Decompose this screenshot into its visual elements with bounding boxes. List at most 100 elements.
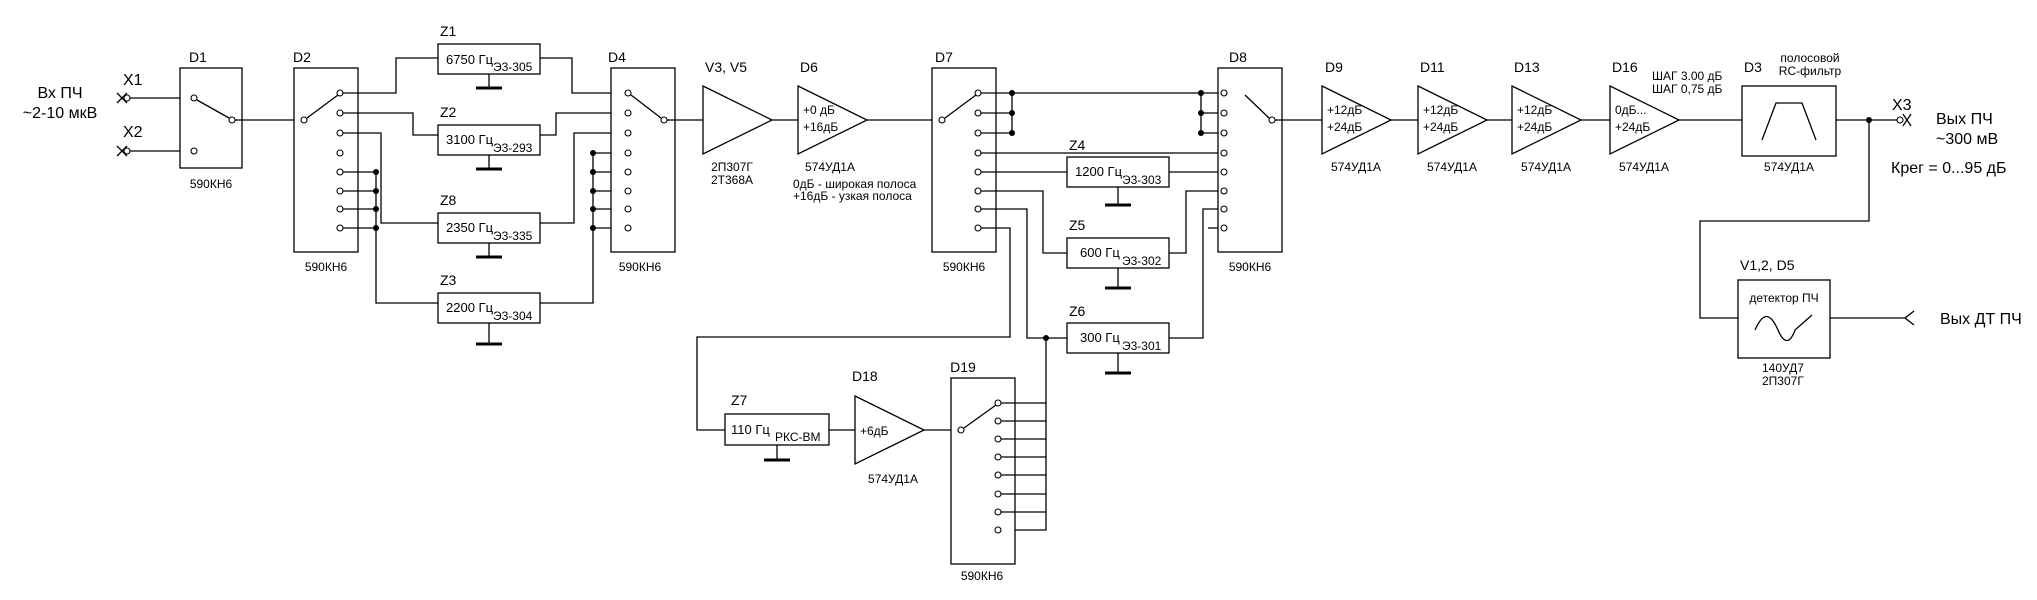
d8-pin bbox=[1220, 109, 1228, 117]
d3-ref: D3 bbox=[1744, 59, 1762, 75]
d1-contact bbox=[196, 99, 230, 119]
z1-part: Э3-305 bbox=[493, 60, 533, 74]
d8-ref: D8 bbox=[1229, 49, 1247, 65]
d19-pin bbox=[994, 508, 1002, 516]
d11-gain2: +24дБ bbox=[1423, 120, 1458, 134]
d2-contact bbox=[306, 94, 339, 119]
junction-dot bbox=[373, 169, 379, 175]
wire-z8-d4 bbox=[540, 132, 628, 224]
filter-z1: Z1 6750 Гц Э3-305 bbox=[437, 23, 541, 90]
d4-chip: 590КН6 bbox=[619, 260, 662, 274]
d2-pin bbox=[336, 168, 344, 176]
d7-pin bbox=[974, 168, 982, 176]
junction-dot bbox=[590, 188, 596, 194]
d11-gain1: +12дБ bbox=[1423, 103, 1458, 117]
z8-freq: 2350 Гц bbox=[446, 220, 494, 235]
d19-pin bbox=[994, 435, 1002, 443]
d13-ref: D13 bbox=[1514, 59, 1540, 75]
d13-gain1: +12дБ bbox=[1517, 103, 1552, 117]
wire-z2-d4 bbox=[540, 112, 628, 136]
z8-part: Э3-335 bbox=[493, 229, 533, 243]
junction-dot bbox=[590, 206, 596, 212]
bypass-bus-d7 bbox=[981, 92, 1221, 134]
v3-part1: 2П307Г bbox=[711, 160, 753, 174]
filter-z5: Z5 600 Гц Э3-302 bbox=[1066, 217, 1170, 290]
d7-pin bbox=[974, 129, 982, 137]
detector-chip2: 2П307Г bbox=[1762, 374, 1804, 388]
z8-body bbox=[437, 212, 541, 244]
connector-x3-label: X3 bbox=[1892, 97, 1912, 114]
d19-ref: D19 bbox=[950, 359, 976, 375]
wire-out-detector bbox=[1699, 120, 1870, 319]
bandpass-curve-icon bbox=[1761, 102, 1817, 141]
z3-body bbox=[437, 292, 541, 324]
d9-chip: 574УД1А bbox=[1331, 160, 1381, 174]
input-label: Вх ПЧ bbox=[37, 85, 82, 102]
wire-detector-out bbox=[1830, 310, 1915, 326]
d19-body bbox=[950, 377, 1016, 565]
z3-ref: Z3 bbox=[440, 272, 457, 288]
connector-x2-label: X2 bbox=[123, 124, 143, 141]
d7-chip: 590КН6 bbox=[943, 260, 986, 274]
d8-body bbox=[1217, 67, 1283, 253]
z3-freq: 2200 Гц bbox=[446, 300, 494, 315]
d8-pin bbox=[1220, 224, 1228, 232]
z6-body bbox=[1066, 322, 1170, 354]
z2-body bbox=[437, 124, 541, 156]
d16-step2: ШАГ 0,75 дБ bbox=[1652, 82, 1723, 96]
d18-chip: 574УД1А bbox=[868, 472, 918, 486]
d7-pin bbox=[974, 224, 982, 232]
d19-contact bbox=[963, 404, 997, 429]
d6-body bbox=[797, 84, 869, 156]
z4-ref: Z4 bbox=[1069, 137, 1086, 153]
d4-pin bbox=[624, 149, 632, 157]
z5-part: Э3-302 bbox=[1122, 254, 1162, 268]
d16-ref: D16 bbox=[1612, 59, 1638, 75]
d6-note1: 0дБ - широкая полоса bbox=[793, 177, 917, 191]
filter-z7: Z7 110 Гц РКС-ВМ bbox=[724, 392, 830, 462]
connector-x2-pin bbox=[123, 147, 131, 155]
d16-body bbox=[1609, 84, 1681, 156]
amplifier-d13: D13 +12дБ +24дБ 574УД1А bbox=[1511, 59, 1583, 174]
d2-pin bbox=[336, 205, 344, 213]
d18-body bbox=[854, 394, 926, 466]
d4-pin bbox=[624, 224, 632, 232]
z6-part: Э3-301 bbox=[1122, 339, 1162, 353]
detector-block: V1,2, D5 детектор ПЧ 140УД7 2П307Г bbox=[1737, 257, 1831, 388]
d4-pin bbox=[624, 109, 632, 117]
d16-gain2: +24дБ bbox=[1615, 120, 1650, 134]
d3-body bbox=[1741, 85, 1837, 157]
wire-d7-z7 bbox=[696, 227, 1011, 431]
z7-part: РКС-ВМ bbox=[775, 430, 821, 444]
d19-pin bbox=[994, 417, 1002, 425]
filter-z4: Z4 1200 Гц Э3-303 bbox=[1066, 137, 1170, 207]
d7-body bbox=[931, 67, 997, 253]
d1-pin bbox=[190, 147, 198, 155]
z4-freq: 1200 Гц bbox=[1075, 164, 1123, 179]
junction-dot bbox=[590, 150, 596, 156]
junction-dot bbox=[590, 225, 596, 231]
d11-chip: 574УД1А bbox=[1427, 160, 1477, 174]
d3-title2: RC-фильтр bbox=[1779, 64, 1842, 78]
junction-dot bbox=[590, 169, 596, 175]
switch-d7: D7 590КН6 bbox=[931, 49, 997, 274]
detector-chip1: 140УД7 bbox=[1762, 361, 1804, 375]
output-gain: Крег = 0...95 дБ bbox=[1891, 160, 2007, 177]
d19-pin bbox=[994, 490, 1002, 498]
input-section: Вх ПЧ ~2-10 мкВ X1 X2 bbox=[23, 72, 194, 157]
d2-chip: 590КН6 bbox=[305, 260, 348, 274]
d13-chip: 574УД1А bbox=[1521, 160, 1571, 174]
z7-freq: 110 Гц bbox=[731, 422, 770, 437]
d9-gain2: +24дБ bbox=[1327, 120, 1362, 134]
d8-pin bbox=[1220, 168, 1228, 176]
d2-pin bbox=[336, 89, 344, 97]
detector-body bbox=[1737, 279, 1831, 359]
d4-pin bbox=[624, 89, 632, 97]
amplifier-d16: D16 ШАГ 3.00 дБ ШАГ 0,75 дБ 0дБ... +24дБ… bbox=[1609, 59, 1723, 174]
dt-output-label: Вых ДТ ПЧ bbox=[1940, 311, 2022, 328]
d7-contact bbox=[944, 94, 977, 119]
d4-pin bbox=[624, 168, 632, 176]
v3-part2: 2Т368А bbox=[711, 173, 753, 187]
z3-part: Э3-304 bbox=[493, 309, 533, 323]
